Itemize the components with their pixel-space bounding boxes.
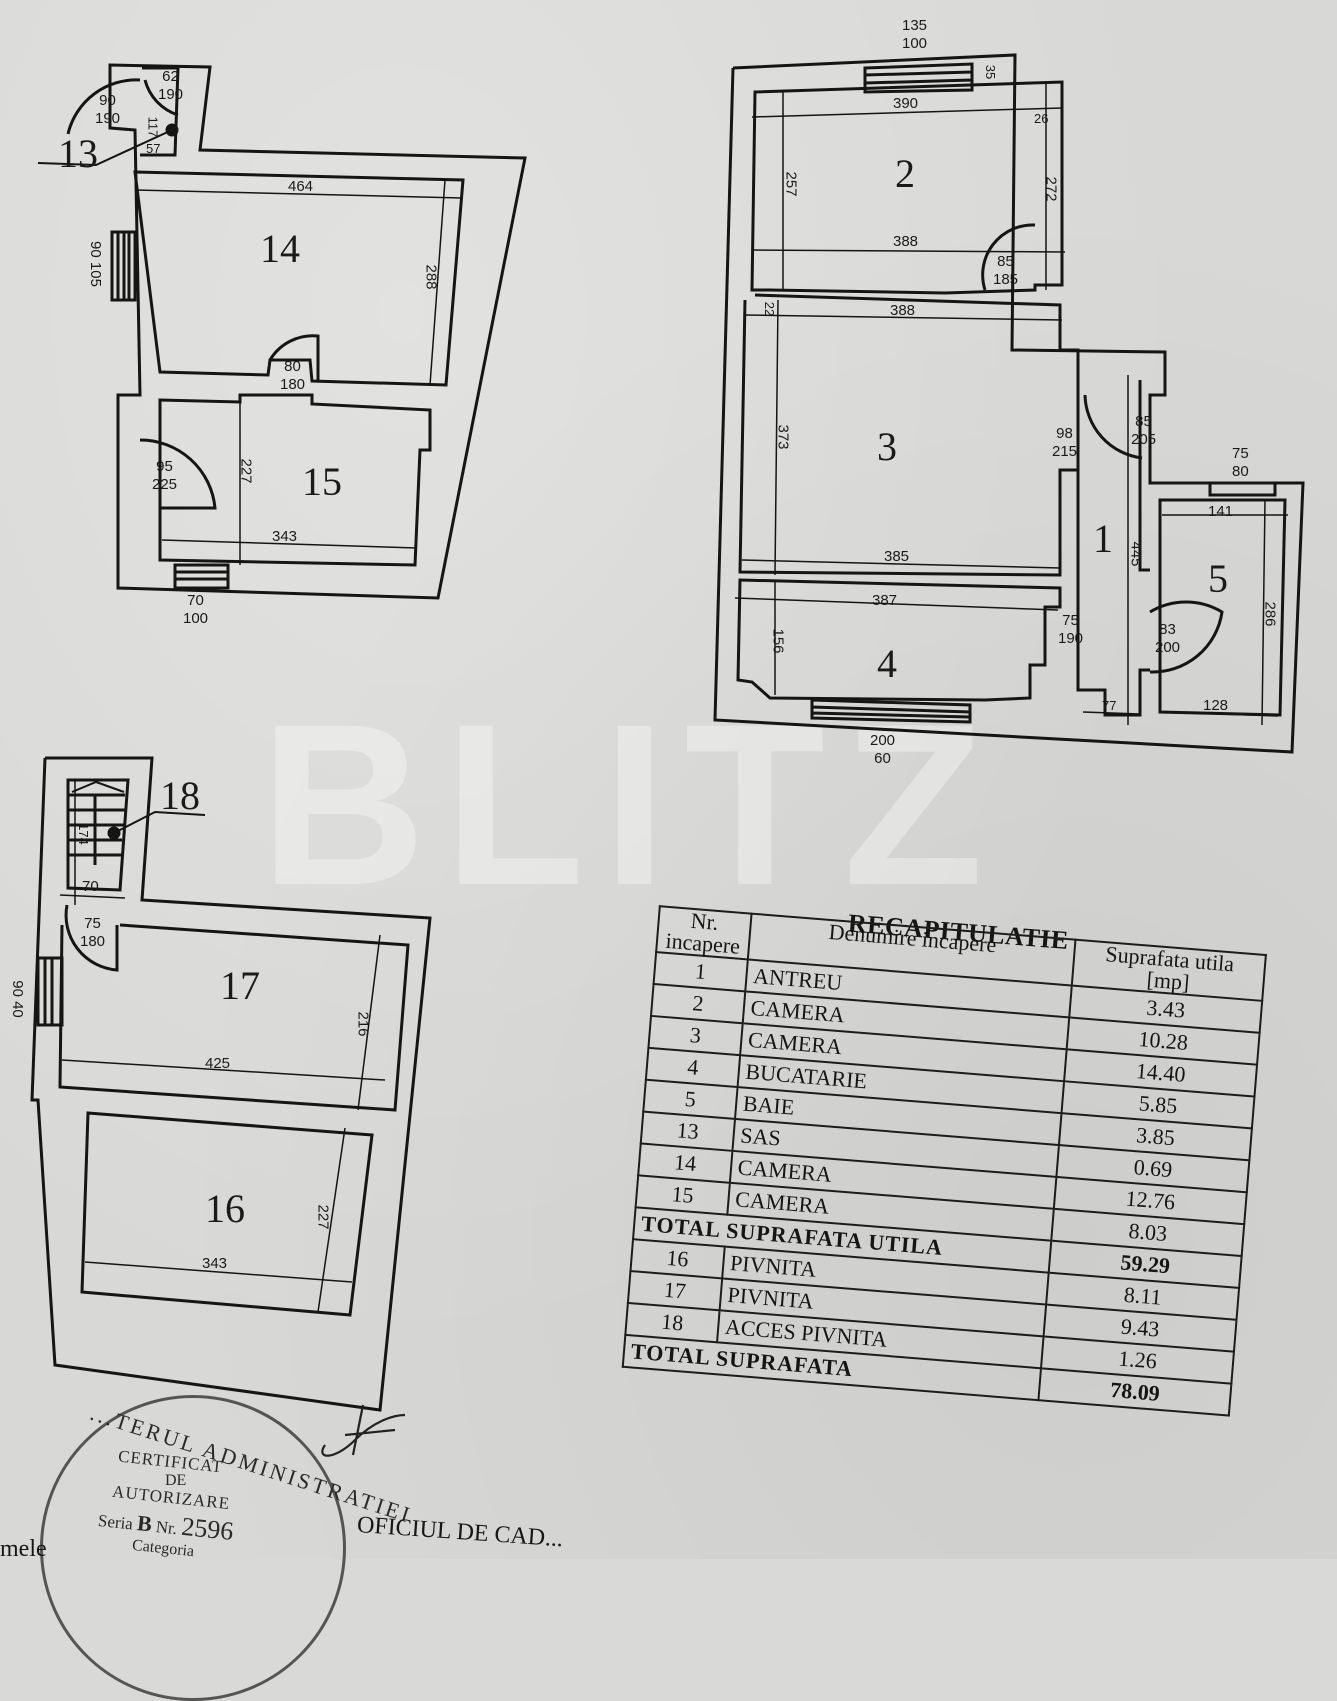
dim-room17-width: 425 (205, 1055, 231, 1072)
dim-room5-depth: 286 (1261, 601, 1279, 627)
dim-sas-depth: 117 (145, 116, 161, 138)
plan-linework (30, 53, 1305, 1412)
dim-window17: 90 40 (8, 980, 26, 1018)
dim-room15-depth: 227 (237, 458, 255, 484)
dim-room2-right: 272 (1042, 176, 1060, 202)
dim-room14-width: 464 (288, 178, 314, 195)
dim-room2-top: 390 (893, 95, 919, 112)
dim-room2-left: 257 (782, 171, 800, 197)
room-1-label: 1 (1093, 516, 1113, 561)
dim-room4-depth: 156 (769, 628, 787, 654)
room-2-label: 2 (895, 151, 915, 196)
room-3-label: 3 (877, 424, 897, 469)
document-paper (0, 0, 1337, 1559)
dim-wall-side: 26 (1034, 111, 1049, 126)
signature-icon (321, 1404, 406, 1457)
room-18-label: 18 (160, 773, 200, 818)
dim-wall-2-3: 22 (762, 301, 778, 317)
room-15-label: 15 (302, 459, 342, 504)
dim-room14-depth: 288 (422, 264, 440, 290)
dim-room3-top: 388 (890, 302, 916, 319)
room-16-label: 16 (205, 1186, 245, 1231)
dim-room5-bottom: 128 (1203, 697, 1229, 714)
recap-table: Nr. incapere Denumire incapere Suprafata… (622, 905, 1267, 1416)
dim-room4-width: 387 (872, 592, 898, 609)
stamp-line2: DE (165, 1472, 187, 1489)
dim-window14: 90 105 (86, 241, 104, 287)
dim-room16-width: 343 (202, 1255, 228, 1272)
dim-antreu-width: 77 (1102, 698, 1117, 713)
room-17-label: 17 (220, 963, 260, 1008)
dim-room16-depth: 227 (314, 1204, 332, 1230)
dim-room3-depth: 373 (774, 424, 792, 450)
dim-wall-top: 35 (983, 64, 999, 80)
footer-fragment: mele (0, 1536, 47, 1562)
dim-stair-length: 174 (75, 823, 91, 845)
dim-room15-width: 343 (272, 528, 298, 545)
room-5-label: 5 (1208, 556, 1228, 601)
dim-antreu-length: 445 (1127, 541, 1145, 567)
room-13-label: 13 (58, 131, 98, 176)
dim-room3-bottom: 385 (884, 548, 910, 565)
header-nr: Nr. incapere (656, 906, 752, 960)
room-4-label: 4 (877, 641, 897, 686)
dim-stair-width: 70 (82, 878, 99, 895)
dim-sas-width: 57 (146, 141, 161, 156)
room-14-label: 14 (260, 226, 300, 271)
dim-room17-depth: 216 (354, 1011, 372, 1037)
dim-room2-bottom: 388 (893, 233, 919, 250)
dim-room5-top: 141 (1208, 503, 1234, 520)
